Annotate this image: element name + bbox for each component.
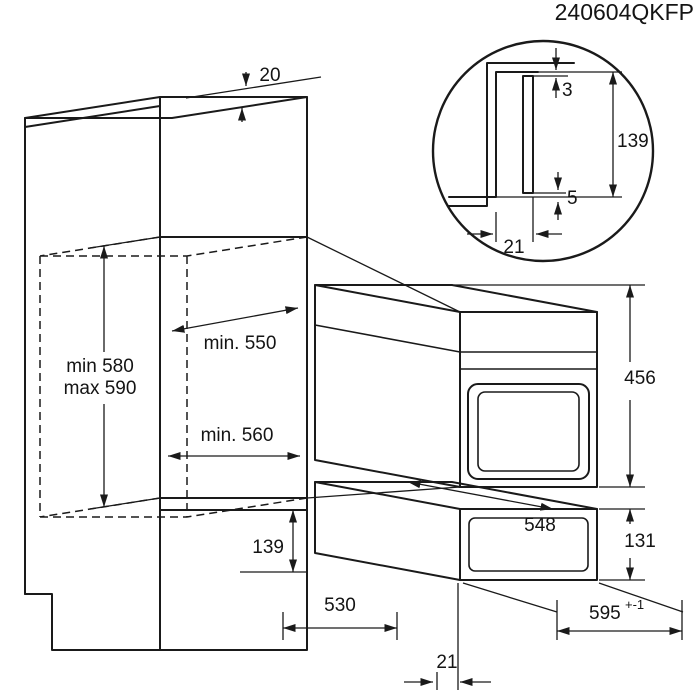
dim-rear-top-gap: 20: [238, 65, 281, 122]
dim-niche-depth: min. 550: [171, 306, 299, 354]
drawer-height-label: 131: [624, 531, 656, 552]
niche-width-label: min. 560: [201, 425, 274, 446]
dim-appliance-depth: 548: [407, 480, 556, 536]
dim-detail-bottom-gap: 5: [533, 172, 578, 220]
niche-height-max-label: max 590: [64, 378, 137, 399]
oven-top-face: [314, 284, 598, 313]
cabinet-top-face: [24, 96, 308, 119]
oven: [314, 284, 598, 488]
rear-top-gap-label: 20: [259, 65, 280, 86]
niche-height-min-label: min 580: [66, 356, 134, 377]
wall-line: [185, 76, 322, 99]
lower-panel-height-label: 139: [252, 537, 284, 558]
detail-cabinet-section: [447, 62, 575, 207]
dim-lower-depth: 530: [282, 595, 398, 640]
detail-circle-outline: [431, 39, 655, 263]
dim-detail-trim-height: 139: [496, 71, 649, 198]
document-number: 240604QKFP: [555, 0, 694, 25]
detail-bottom-gap-label: 5: [567, 188, 578, 209]
niche-depth-label: min. 550: [204, 333, 277, 354]
cabinet-side-panel: [24, 96, 161, 595]
dim-appliance-width: 595 +-1: [462, 582, 684, 640]
appliance-height-label: 456: [624, 368, 656, 389]
lower-depth-label: 530: [324, 595, 356, 616]
dim-drawer-height: 131: [599, 508, 656, 581]
cabinet: [24, 76, 322, 651]
cabinet-plinth: [24, 593, 161, 651]
appliance-width-label: 595: [589, 603, 621, 624]
drawer-front-inner: [468, 517, 589, 572]
dim-niche-width: min. 560: [168, 425, 300, 460]
oven-front-face: [459, 311, 598, 488]
alignment-guide-lines: [306, 236, 461, 499]
oven-side-face: [314, 284, 461, 488]
dim-detail-trim-depth: 21: [467, 197, 562, 258]
detail-trim-bar: [522, 75, 534, 194]
dim-bottom-gap: 21: [404, 583, 491, 690]
dim-niche-height: min 580 max 590: [64, 236, 161, 510]
dim-detail-top-gap: 3: [533, 48, 573, 101]
appliance-depth-label: 548: [524, 515, 556, 536]
detail-trim-height-label: 139: [617, 131, 649, 152]
detail-circle: 3 139 5 21: [431, 39, 655, 263]
dim-lower-panel-height: 139: [240, 510, 307, 573]
oven-door-window: [477, 391, 580, 472]
appliance-width-tolerance-label: +-1: [625, 597, 644, 612]
detail-trim-depth-label: 21: [503, 237, 524, 258]
cabinet-niche-hidden-lines: [39, 236, 308, 518]
drawer-side-face: [314, 481, 461, 581]
cabinet-front-face: [159, 96, 308, 651]
oven-control-lines: [314, 324, 598, 370]
bottom-gap-label: 21: [436, 652, 457, 673]
detail-top-gap-label: 3: [562, 80, 573, 101]
oven-door: [467, 383, 590, 480]
dim-appliance-height: 456: [454, 284, 656, 488]
